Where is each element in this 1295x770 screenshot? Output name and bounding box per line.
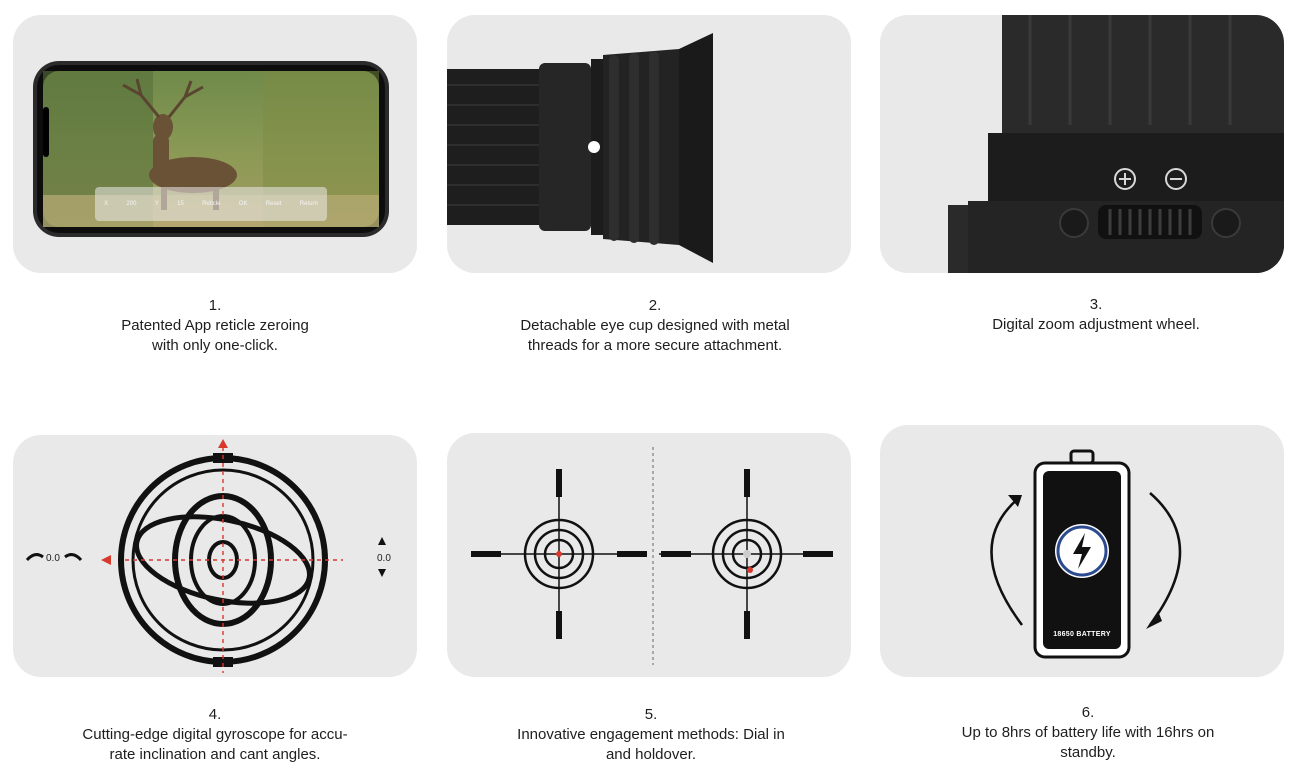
- app-y-label: Y: [154, 201, 159, 207]
- app-return-button: Return: [299, 201, 318, 207]
- caption-6-line-1: Up to 8hrs of battery life with 16hrs on: [961, 724, 1215, 741]
- caption-2-line-2: threads for a more secure attachment.: [527, 337, 783, 354]
- feature-card-battery: 18650 BATTERY: [880, 425, 1284, 677]
- caption-1-line-1: Patented App reticle zeroing: [121, 317, 309, 334]
- feature-card-gyroscope: 0.0 0.0: [13, 435, 417, 677]
- caption-3-number: 3.: [1089, 296, 1103, 313]
- feature-card-eye-cup: [447, 15, 851, 273]
- caption-4-number: 4.: [208, 706, 222, 723]
- reticle-illustration: [471, 447, 833, 665]
- app-reticle-toolbar: X 200 Y 15 Reticle OK Reset Return: [95, 187, 327, 221]
- caption-4: 4. Cutting-edge digital gyroscope for ac…: [13, 705, 417, 765]
- app-x-label: X: [104, 201, 109, 207]
- lightning-icon: [1073, 533, 1091, 569]
- caption-5-number: 5.: [644, 706, 658, 723]
- caption-2-line-1: Detachable eye cup designed with metal: [520, 317, 790, 334]
- caption-5-line-1: Innovative engagement methods: Dial in: [517, 726, 785, 743]
- dial-in-reticle: [471, 469, 647, 639]
- caption-1: 1. Patented App reticle zeroing with onl…: [13, 296, 417, 356]
- caption-1-number: 1.: [208, 297, 222, 314]
- app-ok-button: OK: [238, 201, 248, 207]
- caption-4-line-1: Cutting-edge digital gyroscope for accu-: [82, 726, 348, 743]
- caption-2-number: 2.: [648, 297, 662, 314]
- app-x-value: 200: [126, 201, 137, 207]
- app-reset-button: Reset: [265, 201, 282, 207]
- battery-type-label: 18650 BATTERY: [1053, 631, 1111, 638]
- caption-1-line-2: with only one-click.: [152, 337, 278, 354]
- battery-illustration: [990, 449, 1182, 659]
- eyecup-illustration: [447, 33, 713, 263]
- cant-angle-value: 0.0: [46, 553, 60, 564]
- deer-image: [149, 114, 237, 210]
- caption-6-line-2: standby.: [1060, 744, 1116, 761]
- caption-6-number: 6.: [1081, 704, 1095, 721]
- zoom-in-icon: [1114, 168, 1136, 190]
- caption-6: 6. Up to 8hrs of battery life with 16hrs…: [886, 703, 1290, 763]
- incline-angle-value: 0.0: [377, 553, 391, 564]
- feature-card-reticles: [447, 433, 851, 677]
- caption-2: 2. Detachable eye cup designed with meta…: [453, 296, 857, 356]
- caption-3: 3. Digital zoom adjustment wheel.: [894, 295, 1295, 335]
- phone-illustration: [33, 61, 389, 237]
- caption-5: 5. Innovative engagement methods: Dial i…: [449, 705, 853, 765]
- caption-5-line-2: and holdover.: [605, 746, 697, 763]
- zoom-out-icon: [1165, 168, 1187, 190]
- caption-3-line-1: Digital zoom adjustment wheel.: [992, 316, 1200, 333]
- feature-card-zoom-wheel: [880, 15, 1284, 273]
- gyroscope-illustration: [25, 439, 386, 673]
- holdover-reticle: [659, 469, 833, 639]
- app-y-value: 15: [177, 201, 184, 207]
- app-reticle-button: Reticle: [202, 201, 221, 207]
- feature-card-app-zeroing: X 200 Y 15 Reticle OK Reset Return: [13, 15, 417, 273]
- zoom-wheel-illustration: [948, 15, 1284, 273]
- caption-4-line-2: rate inclination and cant angles.: [109, 746, 321, 763]
